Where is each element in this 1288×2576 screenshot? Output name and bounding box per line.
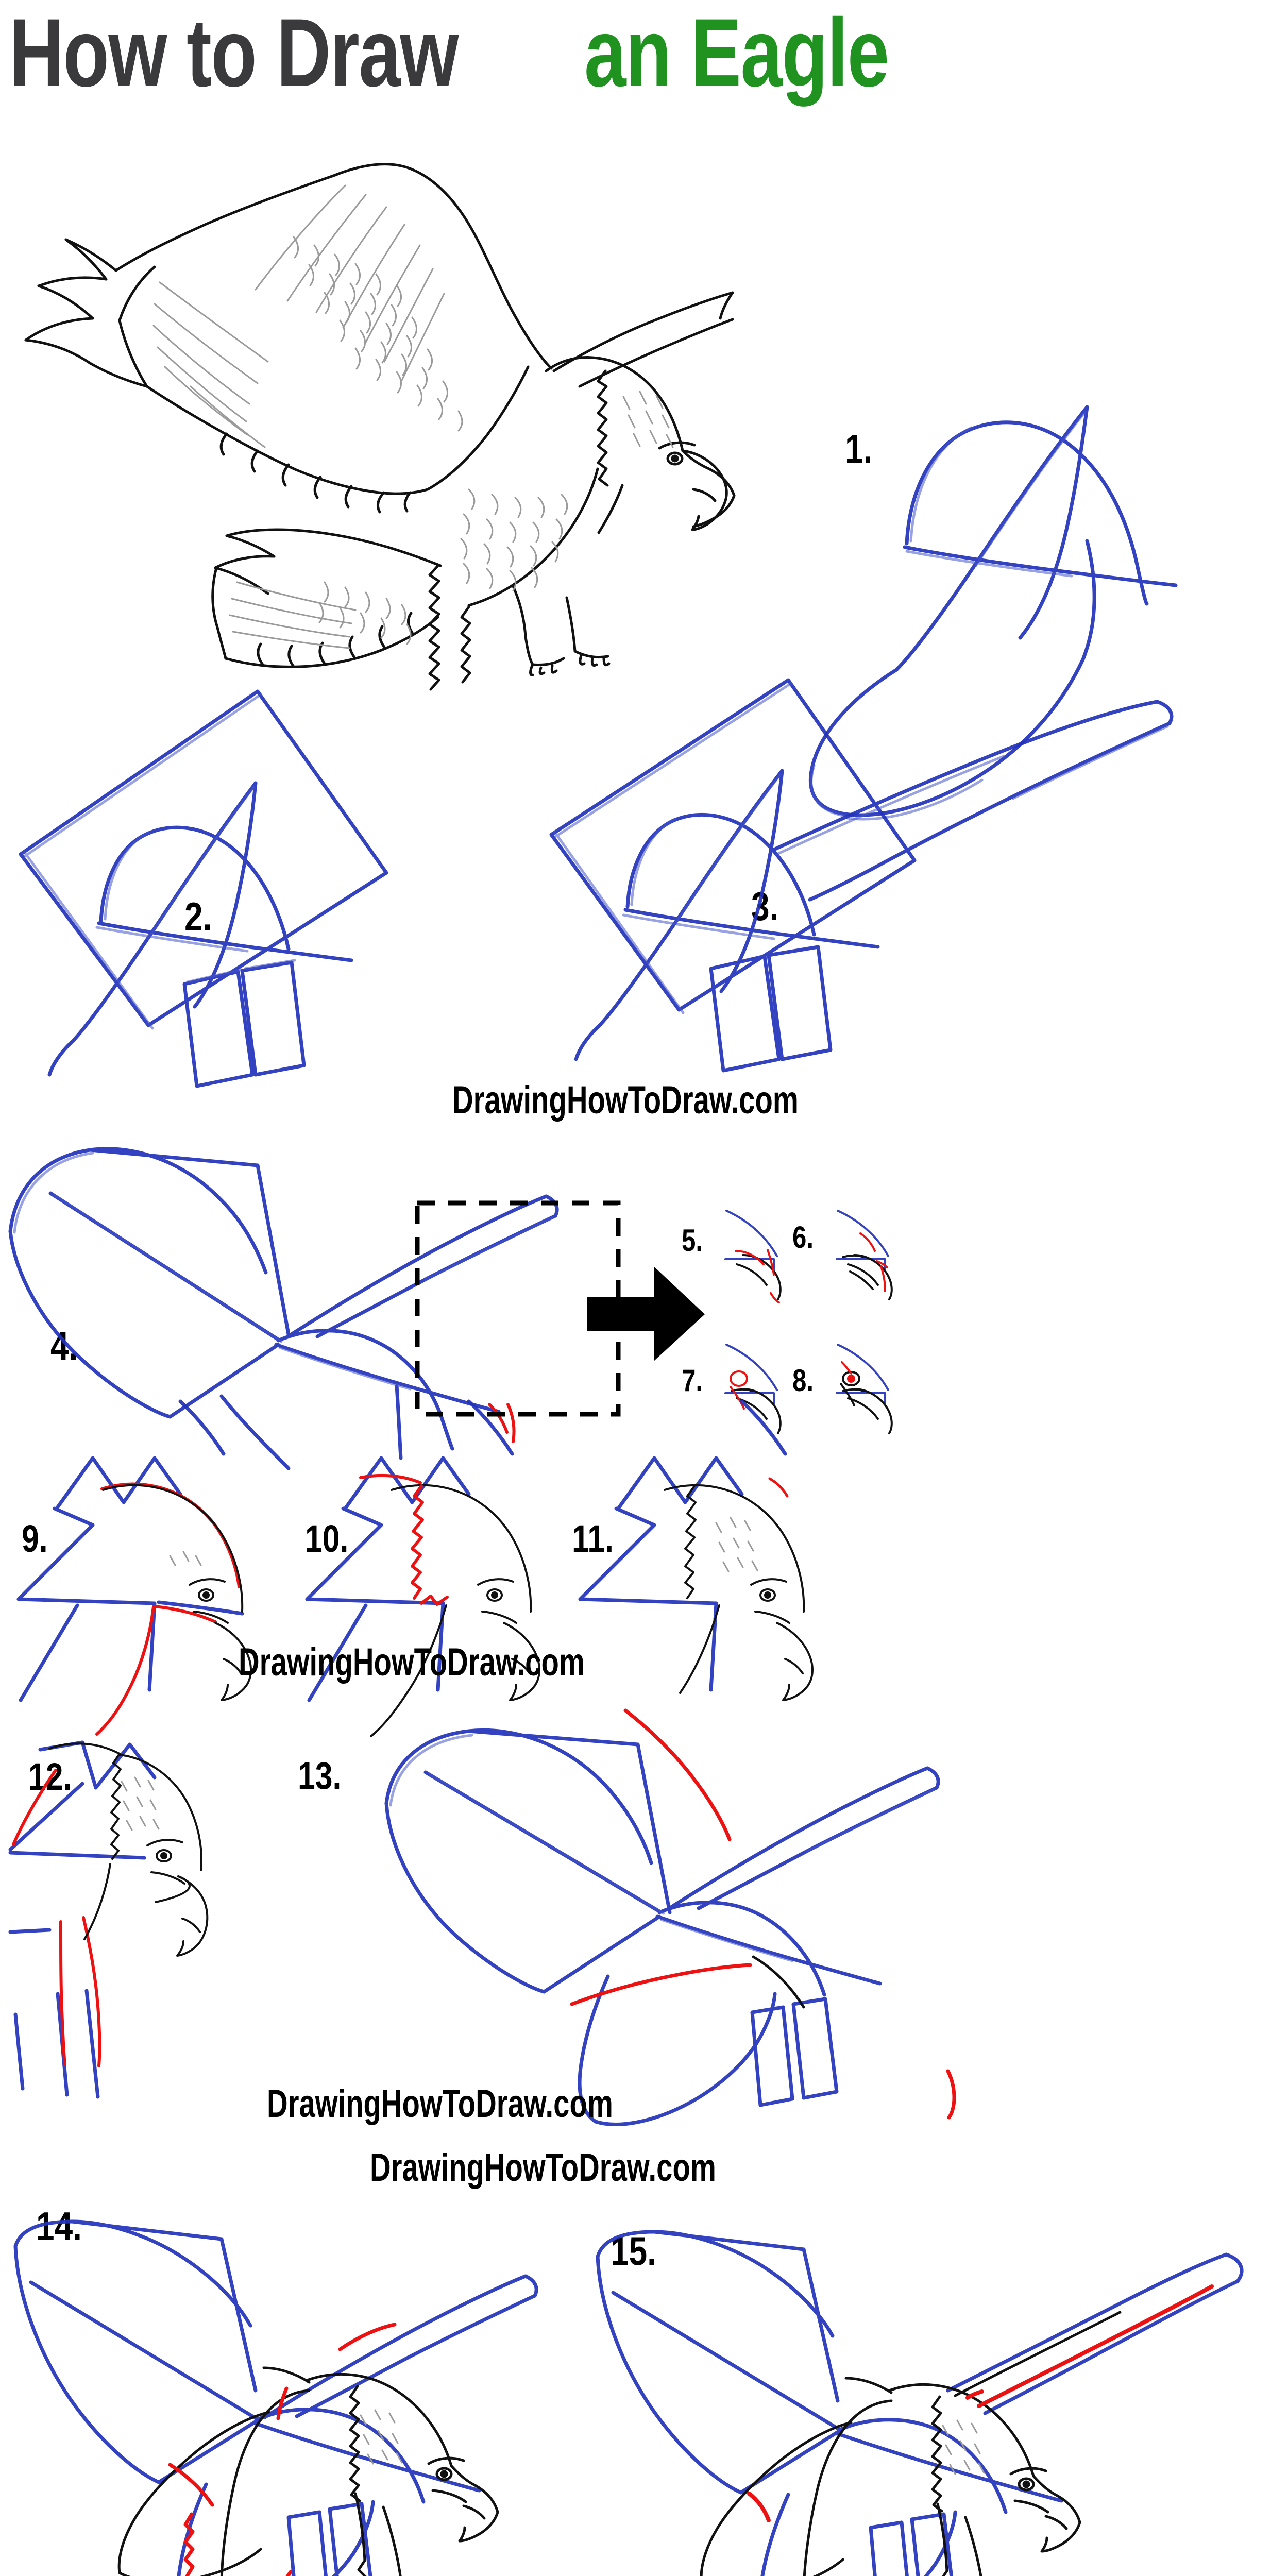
step-number-1: 1. bbox=[845, 426, 873, 471]
right-arrow-icon bbox=[587, 1267, 705, 1361]
watermark-3: DrawingHowToDraw.com bbox=[267, 2082, 613, 2126]
watermark-4: DrawingHowToDraw.com bbox=[370, 2146, 716, 2190]
step-number-8: 8. bbox=[792, 1363, 814, 1398]
step-3-drawing bbox=[531, 665, 1262, 1072]
step-8-drawing bbox=[827, 1340, 920, 1443]
page-title: How to Draw an Eagle bbox=[9, 4, 1282, 110]
watermark-1: DrawingHowToDraw.com bbox=[452, 1078, 799, 1122]
step-number-9: 9. bbox=[22, 1517, 48, 1560]
step-14-drawing bbox=[0, 2164, 618, 2576]
zoom-box bbox=[415, 1200, 621, 1417]
step-13-drawing bbox=[319, 1710, 1092, 2133]
step-number-11: 11. bbox=[572, 1517, 614, 1560]
step-12-drawing bbox=[0, 1716, 350, 2097]
hero-eagle-illustration bbox=[5, 129, 737, 675]
step-15-drawing bbox=[587, 2164, 1288, 2576]
page-title-part2: an Eagle bbox=[584, 0, 889, 107]
watermark-2: DrawingHowToDraw.com bbox=[239, 1640, 585, 1684]
step-number-13: 13. bbox=[298, 1754, 342, 1797]
step-number-7: 7. bbox=[682, 1363, 703, 1398]
step-number-14: 14. bbox=[36, 2204, 82, 2249]
step-6-drawing bbox=[827, 1206, 920, 1309]
step-number-10: 10. bbox=[305, 1517, 349, 1560]
step-number-2: 2. bbox=[184, 894, 212, 939]
step-2-drawing bbox=[5, 665, 551, 1072]
step-9-drawing bbox=[0, 1401, 443, 1721]
step-1-drawing bbox=[799, 335, 1288, 654]
step-10-drawing bbox=[289, 1401, 732, 1721]
step-7-drawing bbox=[716, 1340, 809, 1443]
step-11-drawing bbox=[562, 1401, 1025, 1721]
step-5-drawing bbox=[716, 1206, 809, 1309]
page-title-part1: How to Draw bbox=[9, 0, 459, 107]
step-number-5: 5. bbox=[682, 1223, 703, 1258]
step-number-6: 6. bbox=[792, 1220, 814, 1255]
